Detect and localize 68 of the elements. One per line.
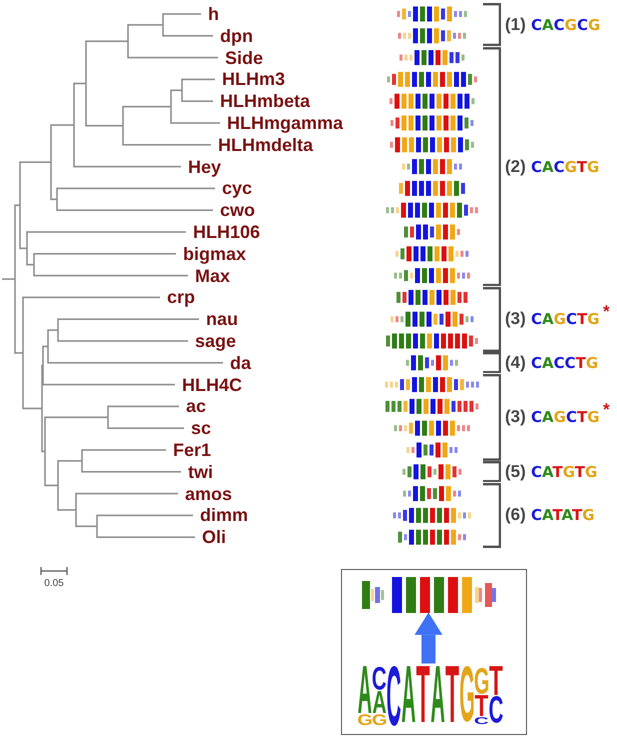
- gene-name: cyc: [222, 178, 252, 198]
- nucleotide-letter: T: [474, 694, 488, 716]
- motif-sequence: CAGCTG: [531, 310, 600, 328]
- gene-name: nau: [206, 309, 238, 330]
- gene-name: dimm: [200, 505, 248, 526]
- nucleotide-letter: C: [372, 666, 386, 690]
- gene-name: Oli: [202, 527, 226, 548]
- gene-name: da: [230, 352, 252, 373]
- nucleotide-letter: A: [358, 666, 371, 712]
- nucleotide-letter: C: [386, 666, 400, 726]
- gene-name: dpn: [220, 26, 253, 46]
- nucleotide-letter: T: [416, 666, 430, 722]
- gene-name: crp: [167, 287, 196, 308]
- gene-name: HLHmdelta: [218, 134, 314, 155]
- gene-name: HLH106: [193, 222, 260, 242]
- gene-name: HLH4C: [182, 374, 242, 395]
- gene-name: twi: [188, 462, 213, 482]
- gene-name: sc: [191, 418, 212, 438]
- group-number: (3): [505, 407, 526, 428]
- nucleotide-letter: G: [474, 668, 488, 694]
- nucleotide-letter: C: [488, 696, 502, 722]
- gene-name: sage: [195, 331, 236, 351]
- group-number: (1): [505, 14, 526, 35]
- gene-name: HLHmgamma: [227, 113, 344, 133]
- nucleotide-letter: C: [474, 716, 488, 724]
- scale-value: 0.05: [44, 578, 64, 590]
- motif-sequence: CATATG: [531, 506, 595, 524]
- gene-name: Max: [195, 266, 230, 286]
- nucleotide-letter: A: [430, 666, 444, 722]
- inset-frame: [341, 569, 527, 735]
- nucleotide-letter: G: [372, 714, 386, 724]
- nucleotide-letter: A: [401, 666, 415, 722]
- gene-name: Side: [225, 48, 264, 68]
- bracket: [483, 46, 502, 286]
- motif-sequence: CACCTG: [531, 354, 598, 372]
- group-number: (2): [505, 156, 526, 177]
- nucleotide-letter: G: [460, 666, 474, 722]
- nucleotide-letter: G: [358, 714, 371, 724]
- motif-sequence: CACGTG: [531, 158, 600, 176]
- gene-name: h: [208, 4, 219, 24]
- gene-name: HLHmbeta: [220, 91, 310, 112]
- motif-sequence: CAGCTG: [531, 408, 600, 426]
- footnote-mark: *: [603, 304, 610, 320]
- group-number: (4): [505, 352, 526, 373]
- arrow: [414, 612, 442, 664]
- gene-name: ac: [186, 396, 206, 416]
- gene-name: Hey: [188, 156, 222, 177]
- bracket: [483, 461, 502, 482]
- bracket: [483, 374, 502, 461]
- bracket: [483, 482, 502, 548]
- gene-name: cwo: [220, 200, 256, 220]
- gene-name: amos: [185, 484, 232, 504]
- gene-name: HLHm3: [222, 69, 286, 90]
- group-number: (5): [505, 462, 526, 482]
- motif-sequence: CATGTG: [531, 462, 598, 481]
- group-number: (6): [505, 505, 526, 526]
- nucleotide-letter: T: [445, 666, 459, 722]
- binding-motif-drawing: [362, 576, 496, 612]
- gene-name: Fer1: [173, 440, 212, 460]
- bracket: [483, 3, 502, 46]
- bracket: [483, 286, 502, 352]
- nucleotide-letter: A: [372, 690, 386, 712]
- group-number: (3): [505, 309, 526, 330]
- nucleotide-letter: T: [488, 666, 502, 694]
- footnote-mark: *: [603, 402, 610, 418]
- gene-name: bigmax: [183, 244, 246, 264]
- bracket: [483, 352, 502, 374]
- motif-sequence: CACGCG: [531, 16, 600, 34]
